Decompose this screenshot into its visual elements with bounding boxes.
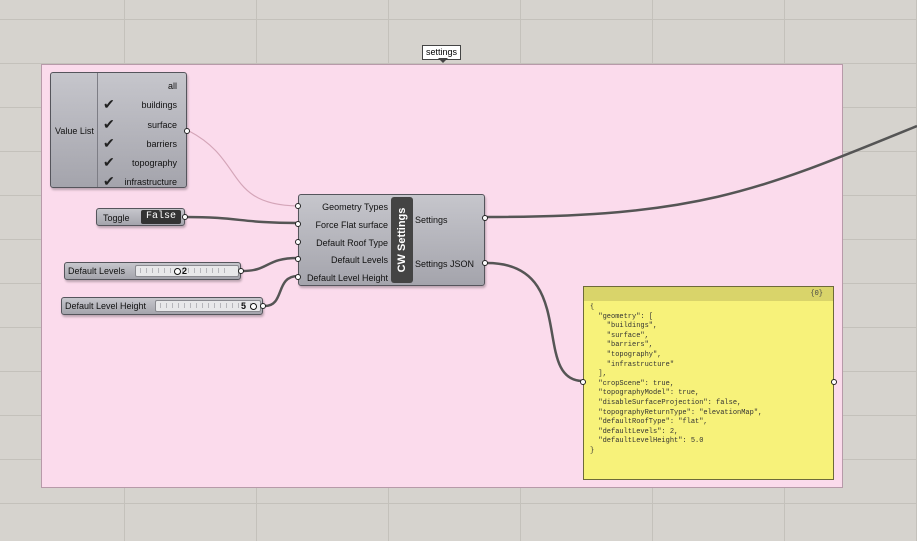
panel-header: {0} <box>584 287 833 301</box>
toggle-output-port[interactable] <box>182 214 188 220</box>
check-icon: ✔ <box>103 173 115 189</box>
component-title: CW Settings <box>396 207 408 273</box>
default-levels-slider[interactable]: Default Levels 2 <box>64 262 244 280</box>
slider-label: Default Level Height <box>65 301 147 311</box>
value-list-item-surface[interactable]: ✔ surface <box>99 115 185 134</box>
default-levels-output-port[interactable] <box>238 268 244 274</box>
output-port-settings-json[interactable] <box>482 260 488 266</box>
value-list-item-label: surface <box>147 120 177 130</box>
input-label-default-levels: Default Levels <box>330 255 388 265</box>
slider-ticks <box>140 268 230 273</box>
value-list-item-infrastructure[interactable]: ✔ infrastructure <box>99 172 185 191</box>
value-list-item-buildings[interactable]: ✔ buildings <box>99 95 185 114</box>
check-icon: ✔ <box>103 135 115 151</box>
panel-path-count: {0} <box>810 290 823 298</box>
check-icon: ✔ <box>103 116 115 132</box>
input-port-default-roof-type[interactable] <box>295 239 301 245</box>
value-list-item-topography[interactable]: ✔ topography <box>99 153 185 172</box>
default-level-height-slider[interactable]: Default Level Height 5 <box>61 297 266 315</box>
value-list-item-all[interactable]: all <box>99 76 185 95</box>
group-label-pointer <box>438 58 448 63</box>
output-port-settings[interactable] <box>482 215 488 221</box>
slider-label: Default Levels <box>68 266 126 276</box>
cw-settings-component[interactable]: Geometry Types Force Flat surface Defaul… <box>295 194 488 286</box>
input-label-default-roof-type: Default Roof Type <box>316 238 388 248</box>
json-panel[interactable]: {0} { "geometry": [ "buildings", "surfac… <box>580 286 837 480</box>
output-label-settings-json: Settings JSON <box>415 259 475 269</box>
slider-grip[interactable] <box>174 268 181 275</box>
slider-track[interactable]: 5 <box>155 300 261 312</box>
slider-value: 5 <box>241 301 247 311</box>
slider-track[interactable]: 2 <box>135 265 239 277</box>
check-icon: ✔ <box>103 96 115 112</box>
value-list-item-label: barriers <box>146 139 177 149</box>
input-port-geometry-types[interactable] <box>295 203 301 209</box>
default-level-height-output-port[interactable] <box>260 303 266 309</box>
check-icon: ✔ <box>103 154 115 170</box>
panel-input-port[interactable] <box>580 379 586 385</box>
input-port-default-level-height[interactable] <box>295 274 301 280</box>
slider-ticks <box>160 303 252 308</box>
slider-value: 2 <box>182 266 188 276</box>
slider-grip[interactable] <box>250 303 257 310</box>
input-label-geometry-types: Geometry Types <box>322 202 388 212</box>
boolean-toggle[interactable]: Toggle False <box>96 208 188 226</box>
value-list-output-port[interactable] <box>184 128 190 134</box>
value-list-item-label: all <box>167 81 177 91</box>
value-list-item-label: topography <box>131 158 177 168</box>
toggle-value[interactable]: False <box>141 210 181 224</box>
value-list-component[interactable]: Value List all ✔ buildings ✔ surface ✔ b… <box>50 72 190 191</box>
input-label-default-level-height: Default Level Height <box>306 273 388 283</box>
panel-output-port[interactable] <box>831 379 837 385</box>
value-list-title: Value List <box>55 126 94 136</box>
input-label-force-flat-surface: Force Flat surface <box>315 220 388 230</box>
toggle-label: Toggle <box>103 213 130 223</box>
component-title-bar[interactable]: CW Settings <box>391 197 413 283</box>
value-list-item-barriers[interactable]: ✔ barriers <box>99 134 185 153</box>
value-list-item-label: infrastructure <box>124 177 177 187</box>
value-list-item-label: buildings <box>141 100 177 110</box>
value-list-divider <box>97 73 98 187</box>
input-port-default-levels[interactable] <box>295 256 301 262</box>
output-label-settings: Settings <box>415 215 448 225</box>
input-port-force-flat-surface[interactable] <box>295 221 301 227</box>
panel-text[interactable]: { "geometry": [ "buildings", "surface", … <box>590 303 763 455</box>
